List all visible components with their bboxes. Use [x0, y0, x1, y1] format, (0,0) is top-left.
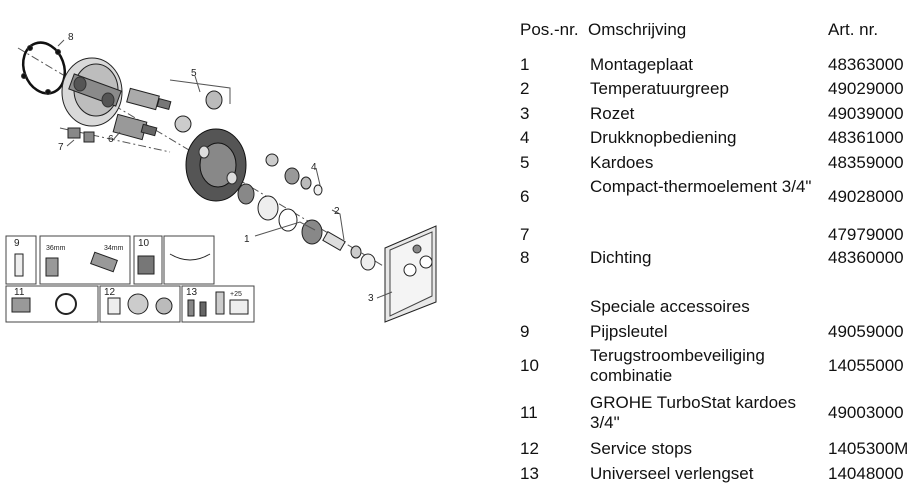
row-pos: 1 — [520, 55, 530, 74]
row-art: 49039000 — [828, 104, 904, 123]
extension-rod-icon — [187, 299, 195, 317]
row-pos: 6 — [520, 187, 530, 206]
accessory-row-desc: Universeel verlengset — [590, 464, 754, 483]
small-fitting-part — [67, 127, 95, 143]
cartridge-part — [126, 87, 172, 111]
callout-2: 2 — [334, 206, 340, 217]
row-pos: 8 — [520, 248, 530, 267]
header-art: Art. nr. — [828, 20, 879, 39]
row-pos: 2 — [520, 79, 530, 98]
accessory-row-art: 49003000 — [828, 403, 904, 422]
cartridge-icon — [45, 257, 59, 277]
rosette-part — [384, 225, 437, 323]
box-label-12: 12 — [104, 287, 116, 298]
row-pos: 3 — [520, 104, 530, 123]
accessory-row-art: 1405300M — [828, 439, 909, 458]
row-pos: 4 — [520, 128, 530, 147]
callout-4: 4 — [311, 162, 317, 173]
accessory-row-pos: 9 — [520, 322, 530, 341]
accessory-row-desc: Pijpsleutel — [590, 322, 668, 341]
accessory-row-art: 49059000 — [828, 322, 904, 341]
accessory-row-art: 14048000 — [828, 464, 904, 483]
extension-diagram-icon — [229, 299, 249, 315]
seal-ring-part — [21, 41, 67, 95]
accessory-row-pos: 10 — [520, 356, 539, 375]
accessory-row-pos: 12 — [520, 439, 539, 458]
push-button-part — [265, 153, 323, 196]
callout-3: 3 — [368, 293, 374, 304]
row-desc: Drukknopbediening — [590, 128, 737, 147]
accessory-row-desc: Terugstroombeveiliging combinatie — [590, 346, 765, 385]
turbostat-cartridge-icon — [11, 297, 31, 313]
valve-wheel-icon — [127, 293, 149, 315]
row-art: 48363000 — [828, 55, 904, 74]
rotate-arrow-icon — [55, 293, 77, 315]
accessory-box-10b — [163, 235, 215, 285]
valve-wheel-icon — [155, 297, 173, 315]
callout-8: 8 — [68, 32, 74, 43]
box-label-13: 13 — [186, 287, 198, 298]
row-pos: 5 — [520, 153, 530, 172]
callout-5: 5 — [191, 68, 197, 79]
accessory-row-pos: 11 — [520, 403, 538, 422]
accessory-box-tools — [39, 235, 131, 285]
extension-rod-icon — [199, 301, 207, 317]
pipe-wrench-icon — [14, 253, 24, 277]
header-pos: Pos.-nr. — [520, 20, 579, 39]
callout-7: 7 — [58, 142, 64, 153]
cartridge-part — [174, 90, 223, 133]
callout-1: 1 — [244, 234, 250, 245]
row-art: 48359000 — [828, 153, 904, 172]
row-desc: Compact-thermoelement 3/4" — [590, 177, 812, 196]
accessory-row-desc: Service stops — [590, 439, 693, 458]
box-label-9: 9 — [14, 238, 20, 249]
row-art: 49028000 — [828, 187, 904, 206]
row-pos: 7 — [520, 225, 530, 244]
row-art: 48360000 — [828, 248, 904, 267]
cartridge-icon — [90, 251, 118, 273]
size-label-36mm: 36mm — [46, 245, 66, 252]
extension-sleeve-icon — [215, 291, 225, 315]
backflow-preventer-icon — [137, 255, 155, 275]
mounting-body-part — [61, 57, 123, 127]
row-desc: Temperatuurgreep — [590, 79, 729, 98]
box-label-10: 10 — [138, 238, 150, 249]
accessory-box-9 — [5, 235, 37, 285]
row-art: 47979000 — [828, 225, 904, 244]
accessory-box-13 — [181, 285, 255, 323]
header-desc: Omschrijving — [588, 20, 687, 39]
accessory-box-12 — [99, 285, 181, 323]
accessory-box-10 — [133, 235, 163, 285]
row-art: 49029000 — [828, 79, 904, 98]
size-label-34mm: 34mm — [104, 245, 124, 252]
exploded-view-diagram: 8 5 6 7 4 2 1 3 9 10 11 12 13 36mm 34mm … — [5, 32, 437, 323]
box-label-11: 11 — [14, 287, 25, 298]
row-desc: Dichting — [590, 248, 652, 267]
row-desc: Kardoes — [590, 153, 654, 172]
accessory-row-pos: 13 — [520, 464, 539, 483]
accessory-row-art: 14055000 — [828, 356, 904, 375]
callout-6: 6 — [108, 134, 114, 145]
extension-label: +25 — [230, 291, 242, 298]
mounting-plate-part — [185, 128, 247, 202]
row-desc: Rozet — [590, 104, 635, 123]
section-title: Speciale accessoires — [590, 297, 750, 316]
row-art: 48361000 — [828, 128, 904, 147]
row-desc: Montageplaat — [590, 55, 694, 74]
thermo-element-part — [112, 113, 158, 141]
accessory-row-desc: GROHE TurboStat kardoes 3/4" — [590, 393, 796, 432]
accessory-box-11 — [5, 285, 99, 323]
pipe-icon — [169, 253, 211, 261]
service-stop-icon — [107, 297, 121, 315]
